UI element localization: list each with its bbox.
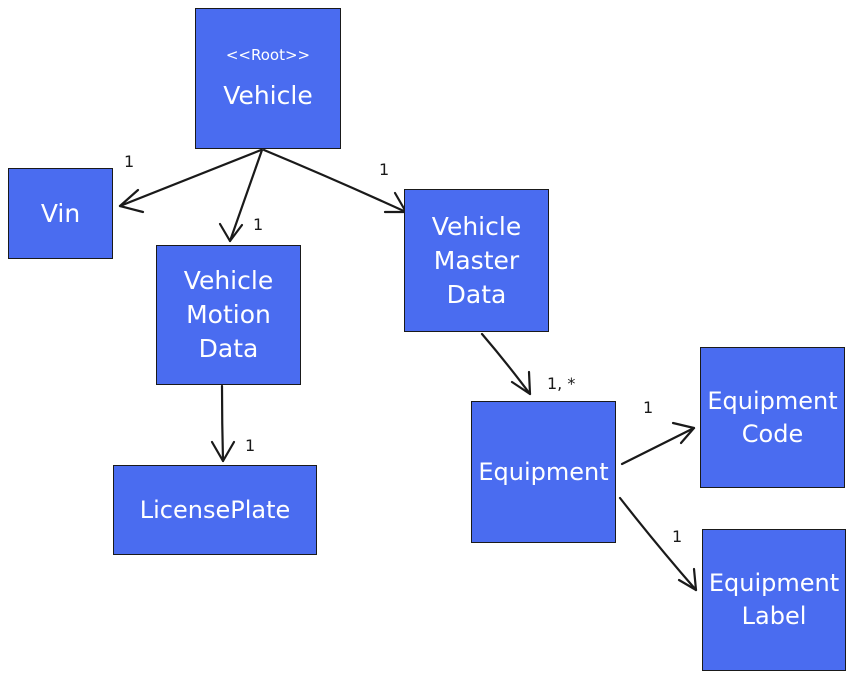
node-vehicle-motion-data[interactable]: Vehicle Motion Data bbox=[156, 245, 301, 385]
edge-equipment-code bbox=[620, 421, 696, 466]
node-vehicle-master-data-line-3: Data bbox=[446, 279, 507, 309]
edge-master-data-equipment bbox=[480, 332, 532, 396]
node-vehicle[interactable]: <<Root>> Vehicle bbox=[195, 8, 341, 149]
multiplicity-vehicle-motion-data: 1 bbox=[253, 215, 264, 234]
edge-equipment-label bbox=[618, 496, 698, 592]
node-vehicle-motion-data-line-1: Vehicle bbox=[183, 266, 274, 295]
node-vehicle-motion-data-line-2: Motion bbox=[186, 300, 271, 329]
node-vin-label: Vin bbox=[40, 198, 81, 228]
multiplicity-vehicle-master-data: 1 bbox=[379, 160, 390, 179]
node-vehicle-master-data-line-2: Master bbox=[433, 245, 520, 275]
node-equipment-label: Equipment bbox=[478, 457, 609, 486]
node-vehicle-label: Vehicle bbox=[223, 80, 313, 110]
node-equipment-label-line-2: Label bbox=[741, 602, 807, 630]
node-vin[interactable]: Vin bbox=[8, 168, 113, 259]
node-equipment-code-line-2: Code bbox=[741, 419, 804, 448]
multiplicity-equipment-code: 1 bbox=[643, 398, 654, 417]
edge-vehicle-vin bbox=[118, 148, 263, 214]
node-equipment-code[interactable]: Equipment Code bbox=[700, 347, 845, 488]
node-equipment-label[interactable]: Equipment Label bbox=[702, 529, 846, 671]
edge-vehicle-motion-data bbox=[218, 148, 264, 243]
node-vehicle-stereotype: <<Root>> bbox=[225, 45, 311, 64]
multiplicity-master-data-equipment: 1, * bbox=[547, 374, 576, 393]
node-vehicle-motion-data-line-3: Data bbox=[198, 334, 259, 363]
multiplicity-motion-data-license-plate: 1 bbox=[245, 436, 256, 455]
edge-motion-data-license-plate bbox=[210, 384, 236, 463]
node-equipment-code-line-1: Equipment bbox=[707, 386, 838, 415]
node-vehicle-master-data[interactable]: Vehicle Master Data bbox=[404, 189, 549, 332]
node-vehicle-master-data-line-1: Vehicle bbox=[431, 211, 522, 241]
multiplicity-equipment-label: 1 bbox=[672, 527, 683, 546]
node-license-plate-label: LicensePlate bbox=[139, 495, 291, 524]
node-license-plate[interactable]: LicensePlate bbox=[113, 465, 317, 555]
multiplicity-vehicle-vin: 1 bbox=[124, 152, 135, 171]
node-equipment[interactable]: Equipment bbox=[471, 401, 616, 543]
node-equipment-label-line-1: Equipment bbox=[708, 569, 840, 597]
